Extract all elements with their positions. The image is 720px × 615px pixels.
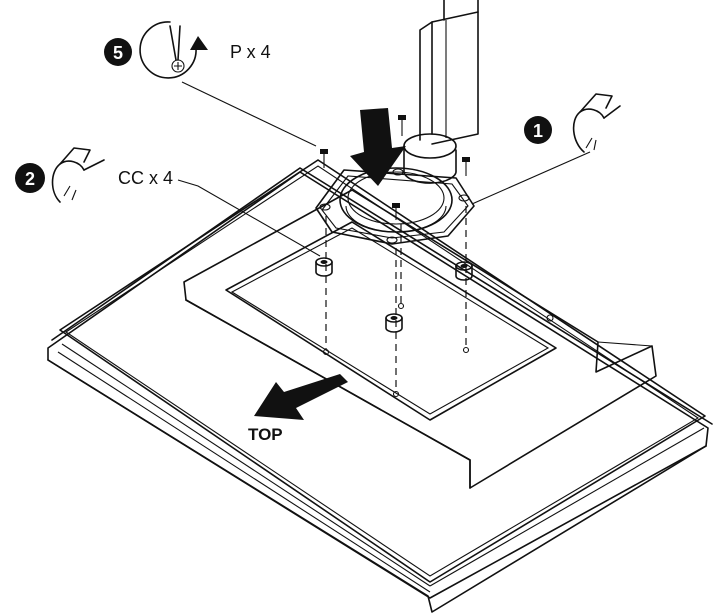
alignment-guides — [325, 206, 467, 392]
top-label: TOP — [248, 425, 283, 444]
press-down-arrow-icon — [350, 108, 406, 186]
step-5-callout: 5 P x 4 — [104, 21, 317, 147]
spacer-cylinders — [315, 257, 473, 333]
leader-line — [471, 151, 591, 205]
step-2-label: CC x 4 — [118, 168, 173, 188]
stand-mounting-plate — [315, 167, 475, 245]
leader-line — [177, 179, 321, 257]
panel-screw-holes — [322, 302, 470, 398]
step-5-label: P x 4 — [230, 42, 271, 62]
screwdriver-rotate-icon — [139, 21, 208, 79]
leader-line — [181, 81, 317, 147]
spacer — [455, 261, 473, 281]
step-5-number: 5 — [113, 43, 123, 63]
spacer — [385, 313, 403, 333]
hand-pinch-icon — [572, 93, 621, 153]
spacer — [315, 257, 333, 277]
stand-arm — [403, 0, 479, 184]
step-2-number: 2 — [25, 169, 35, 189]
step-1-number: 1 — [533, 121, 543, 141]
arrow-left-icon — [254, 374, 348, 420]
top-direction-arrow: TOP — [248, 374, 348, 444]
screws — [320, 115, 470, 220]
hand-pinch-icon — [51, 147, 105, 203]
step-2-callout: 2 CC x 4 — [15, 147, 321, 257]
step-1-callout: 1 — [471, 93, 621, 205]
monitor-back-panel — [47, 159, 713, 613]
